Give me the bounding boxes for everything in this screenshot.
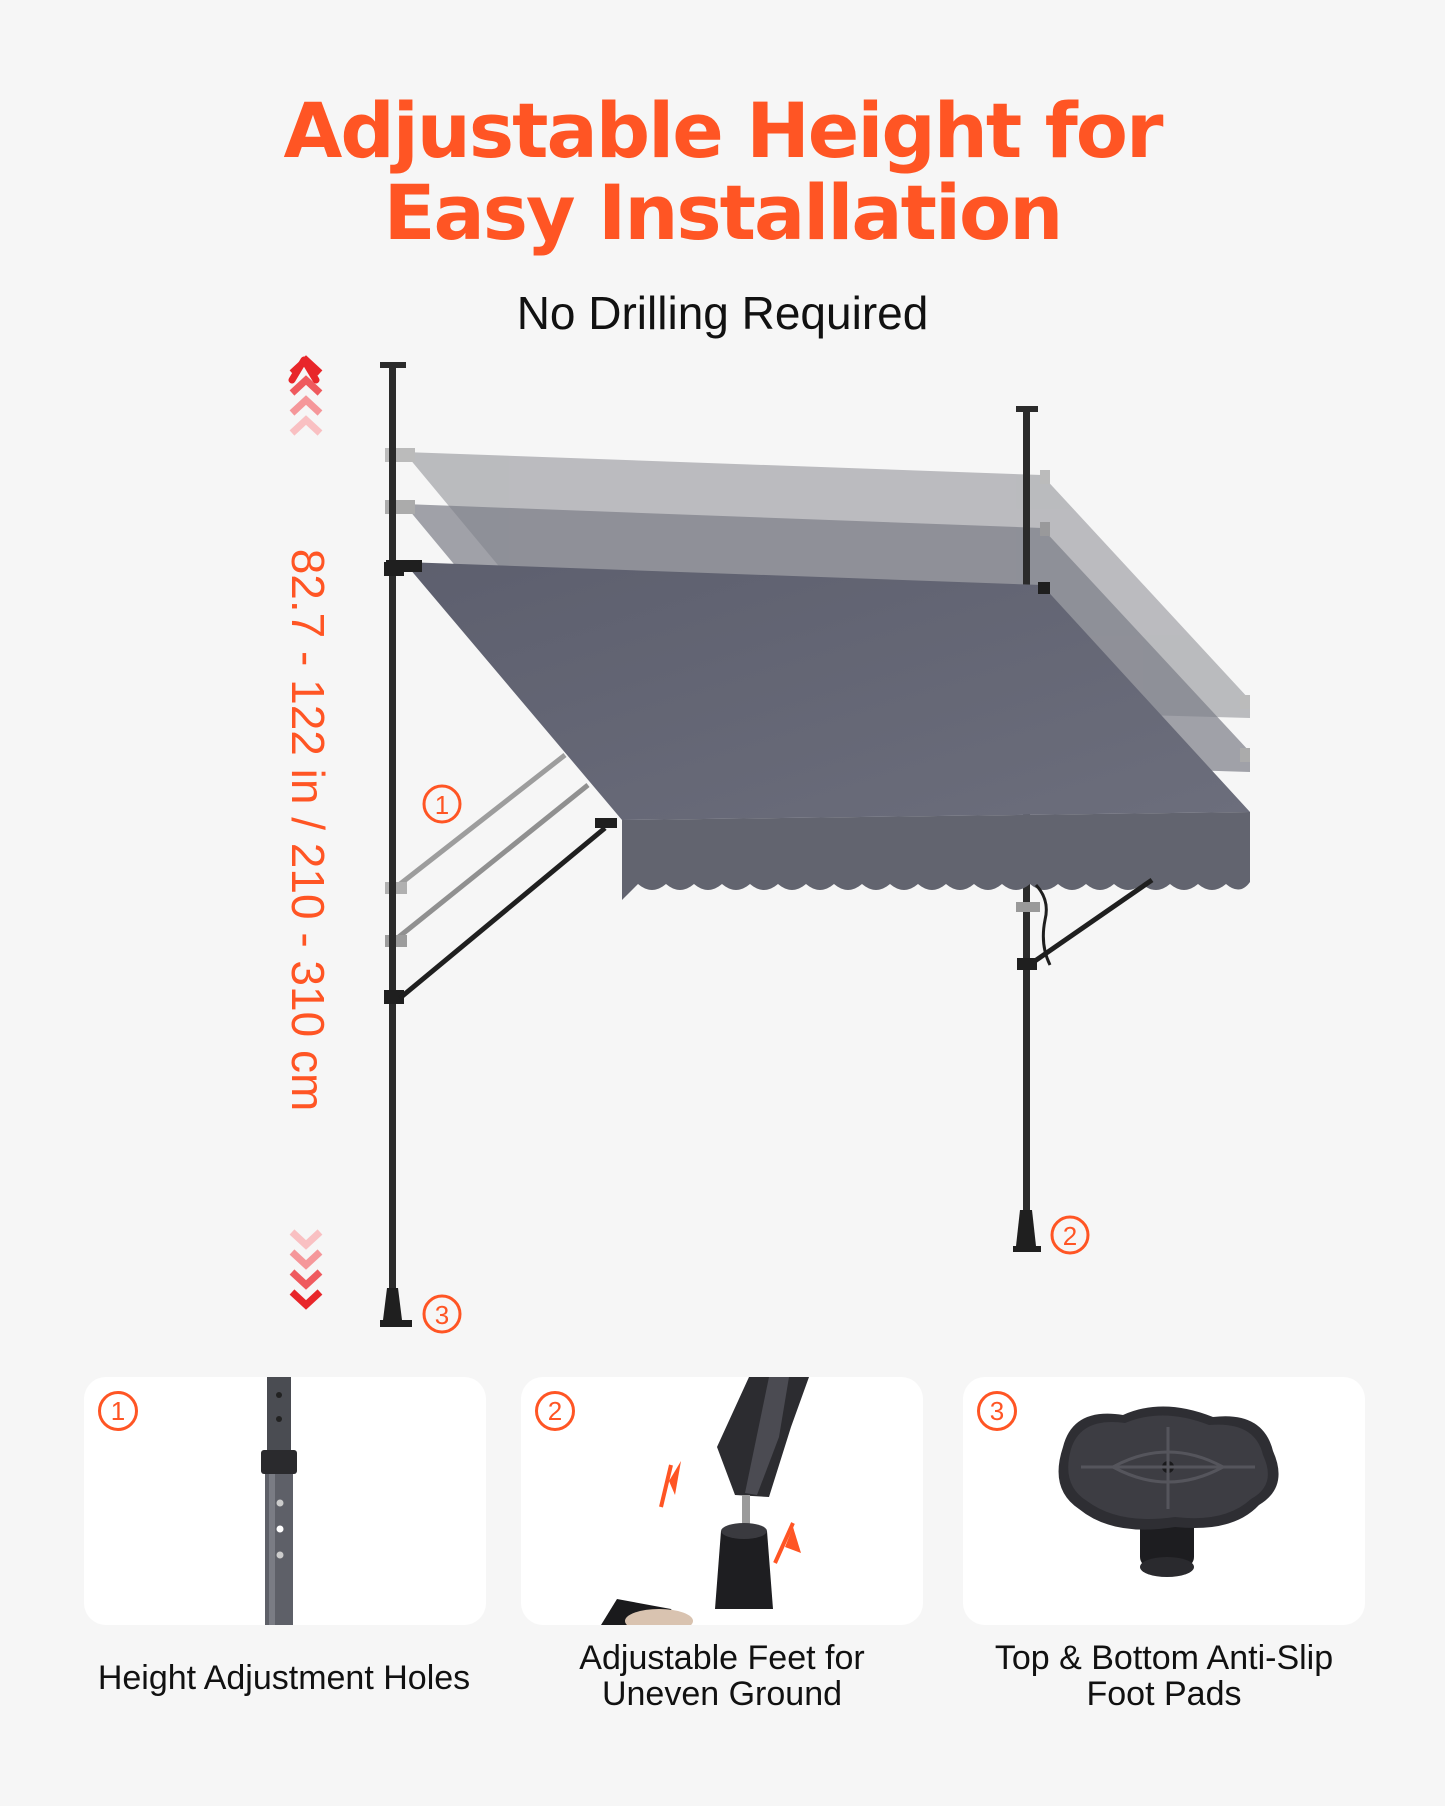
page-title: Adjustable Height for Easy Installation [0, 90, 1445, 254]
callout-2: 2 [1050, 1215, 1090, 1255]
caption-foot-pads: Top & Bottom Anti-Slip Foot Pads [944, 1640, 1384, 1712]
callout-1: 1 [422, 784, 462, 824]
feature-card-adjustable-feet: 2 [521, 1377, 923, 1625]
feature-number-1: 1 [98, 1391, 138, 1431]
height-range-label: 82.7 - 122 in / 210 - 310 cm [282, 548, 334, 1112]
callout-2-label: 2 [1063, 1221, 1077, 1251]
caption-adjustable-feet: Adjustable Feet for Uneven Ground [502, 1640, 942, 1712]
feature-number-3: 3 [977, 1391, 1017, 1431]
feature-card-foot-pads: 3 [963, 1377, 1365, 1625]
adjustable-foot-image [601, 1377, 809, 1625]
title-line-2: Easy Installation [383, 168, 1064, 257]
callout-3: 3 [422, 1294, 462, 1334]
chevron-down-icon [289, 1229, 323, 1310]
feature-card-height-holes: 1 [84, 1377, 486, 1625]
adjustment-pole-image [261, 1377, 297, 1625]
caption-foot-pads-line-1: Top & Bottom Anti-Slip [994, 1639, 1334, 1677]
feature-number-2: 2 [535, 1391, 575, 1431]
caption-adjustable-feet-line-2: Uneven Ground [601, 1675, 843, 1713]
awning-main [386, 560, 1250, 1000]
chevron-up-icon [289, 355, 323, 436]
caption-height-holes: Height Adjustment Holes [97, 1659, 471, 1697]
caption-foot-pads-line-2: Foot Pads [1086, 1675, 1242, 1713]
awning-illustration: 1 2 3 [288, 355, 1250, 1334]
foot-pad-image [1058, 1406, 1279, 1577]
page-subtitle: No Drilling Required [516, 287, 929, 339]
callout-1-label: 1 [435, 790, 449, 820]
callout-3-label: 3 [435, 1300, 449, 1330]
caption-adjustable-feet-line-1: Adjustable Feet for [579, 1639, 865, 1677]
title-line-1: Adjustable Height for [283, 86, 1164, 175]
